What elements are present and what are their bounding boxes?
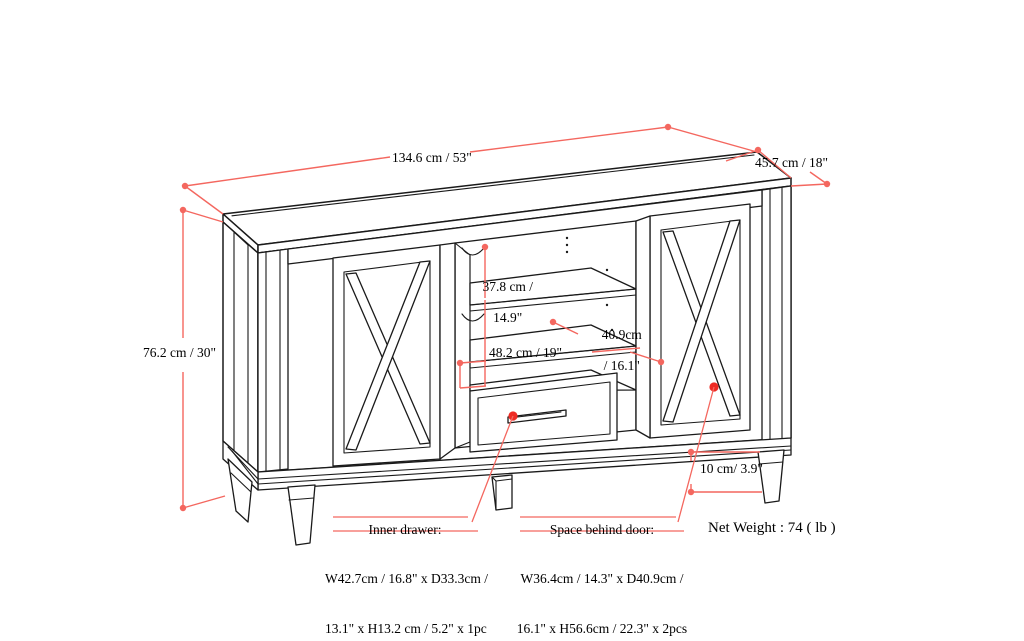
drawer-handle[interactable]: [507, 409, 567, 424]
upper-shelf-height-line2: 14.9": [493, 310, 523, 326]
dim-upper-shelf-height: [481, 243, 489, 298]
leg-center: [491, 474, 513, 511]
note-inner-drawer-line2: W42.7cm / 16.8" x D33.3cm /: [325, 571, 488, 587]
dim-depth: [725, 146, 831, 188]
leg-front-left: [287, 484, 316, 546]
dimension-label-height: 76.2 cm / 30": [143, 345, 217, 360]
right-center-stile: [635, 215, 651, 439]
note-inner-drawer: Inner drawer: W42.7cm / 16.8" x D33.3cm …: [325, 489, 488, 641]
dimension-label-upper-shelf-height: 37.8 cm / 14.9": [458, 264, 544, 341]
leg-rear-left: [227, 458, 253, 523]
top-front-rail: [287, 189, 763, 265]
left-cabinet-door[interactable]: [332, 244, 451, 467]
dim-height: [179, 206, 226, 512]
dim-width: [181, 123, 758, 215]
dimension-label-leg-height: 10 cm/ 3.9": [700, 461, 763, 476]
cabinet-left-side: [222, 221, 259, 473]
dimension-label-shelf-depth: 40.9cm / 16.1": [574, 312, 656, 389]
cabinet-drawing: [222, 151, 792, 546]
left-center-stile: [439, 242, 456, 460]
dimension-label-width: 134.6 cm / 53": [392, 150, 472, 165]
dim-shelf-depth: [549, 318, 665, 366]
leg-front-right: [757, 449, 785, 504]
note-inner-drawer-line3: 13.1" x H13.2 cm / 5.2" x 1pc: [325, 620, 487, 636]
net-weight-label: Net Weight : 74 ( lb ): [708, 520, 836, 536]
dimension-label-depth: 45.7 cm / 18": [755, 155, 829, 170]
note-space-behind-door-title: Space behind door:: [549, 521, 655, 537]
note-space-behind-door-line3: 16.1" x H56.6cm / 22.3" x 2pcs: [516, 620, 688, 636]
shelf-depth-line2: / 16.1": [603, 358, 640, 374]
cabinet-legs: [227, 449, 785, 546]
right-front-post: [761, 185, 792, 442]
note-space-behind-door: Space behind door: W36.4cm / 14.3" x D40…: [513, 489, 691, 641]
callout-leaders: [333, 382, 719, 532]
left-front-post: [257, 248, 289, 473]
callout-space-behind-door: [677, 382, 719, 523]
right-cabinet-door[interactable]: [639, 203, 751, 439]
note-inner-drawer-title: Inner drawer:: [368, 521, 442, 537]
dimension-lines: [179, 123, 831, 512]
upper-shelf-height-line1: 37.8 cm /: [482, 279, 534, 295]
dim-leg-height: [687, 448, 762, 496]
callout-inner-drawer: [471, 411, 518, 523]
shelf-depth-line1: 40.9cm: [601, 327, 642, 343]
note-space-behind-door-line2: W36.4cm / 14.3" x D40.9cm /: [520, 571, 684, 587]
dimension-label-shelf-width: 48.2 cm / 19": [489, 345, 563, 360]
dim-inner-vertical-lower: [459, 300, 487, 389]
